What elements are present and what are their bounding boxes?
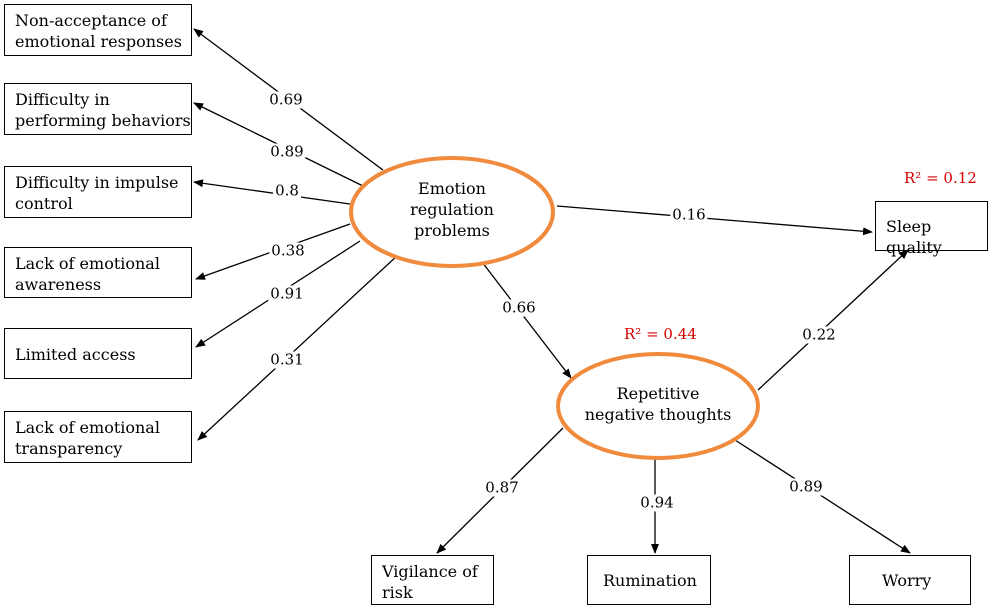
path-erp-sleep [556,205,873,236]
indicator-label: Non-acceptance of emotional responses [15,11,182,51]
coef-nonacceptance: 0.69 [267,90,305,109]
indicator-label: Lack of emotional transparency [15,418,160,458]
worry-box: Worry [849,555,971,605]
coef-access: 0.91 [268,284,306,303]
coef-erp-rnt: 0.66 [500,298,538,317]
vigilance-box: Vigilance of risk [371,555,494,605]
indicator-label: Difficulty in impulse control [15,173,179,213]
coef-impulse: 0.8 [273,181,301,200]
sleep-quality-label: Sleep quality [886,217,942,257]
rumination-label: Rumination [603,571,697,590]
indicator-box-access: Limited access [4,328,192,379]
indicator-box-performing: Difficulty in performing behaviors [4,83,192,135]
coef-transparency: 0.31 [268,350,306,369]
indicator-box-nonacceptance: Non-acceptance of emotional responses [4,4,192,56]
emotion-regulation-label: Emotion regulation problems [410,179,494,240]
sleep-r-squared: R² = 0.12 [904,169,977,187]
path-erp-transparency [197,254,399,441]
path-rnt-worry [734,439,911,554]
indicator-label: Limited access [15,345,136,364]
indicator-box-transparency: Lack of emotional transparency [4,411,192,463]
coef-awareness: 0.38 [269,241,307,260]
path-erp-impulse [193,179,351,205]
indicator-label: Lack of emotional awareness [15,254,160,294]
coef-rnt-sleep: 0.22 [800,325,838,344]
indicator-box-awareness: Lack of emotional awareness [4,247,192,298]
vigilance-label: Vigilance of risk [382,562,478,602]
worry-label: Worry [882,571,932,590]
repetitive-thoughts-label: Repetitive negative thoughts [584,384,732,424]
coef-performing: 0.89 [268,142,306,161]
rnt-r-squared: R² = 0.44 [624,325,697,343]
path-rnt-sleep [757,249,909,391]
path-erp-rnt [481,261,572,379]
repetitive-thoughts-ellipse [556,352,760,460]
coef-erp-sleep: 0.16 [670,205,708,224]
emotion-regulation-ellipse [349,156,555,268]
coef-vigilance: 0.87 [483,478,521,497]
sleep-quality-box: Sleep quality [875,201,988,257]
coef-worry: 0.89 [787,477,825,496]
coef-rumination: 0.94 [638,493,676,512]
indicator-box-impulse: Difficulty in impulse control [4,166,192,218]
indicator-label: Difficulty in performing behaviors [15,90,191,130]
rumination-box: Rumination [587,555,711,605]
